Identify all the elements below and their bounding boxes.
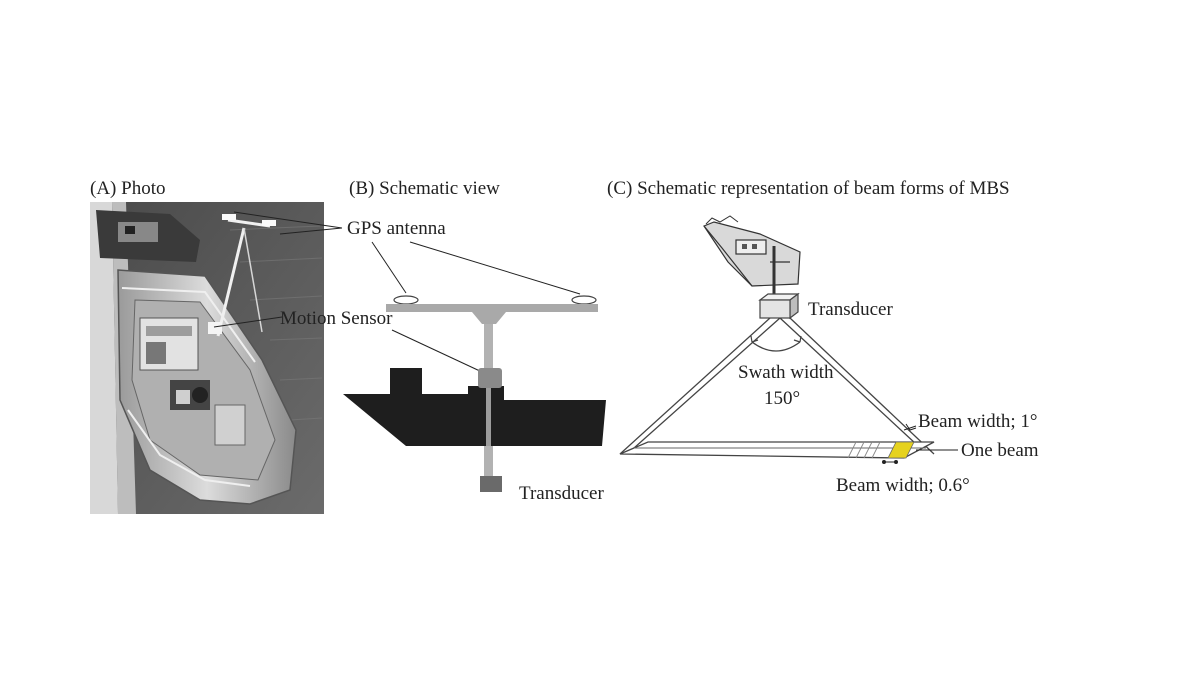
one-beam-footprint <box>887 441 915 459</box>
antenna-bar <box>386 304 598 312</box>
gps-antenna-right <box>571 295 597 305</box>
swath-width-label: Swath width <box>738 362 834 383</box>
transducer-b <box>480 476 502 492</box>
gps-leader-3 <box>371 241 407 294</box>
gps-antenna-left <box>393 295 419 305</box>
gps-leader-1 <box>233 211 343 229</box>
gps-antenna-label: GPS antenna <box>347 218 446 239</box>
beam-width-1-label: Beam width; 1° <box>918 411 1037 432</box>
one-beam-label: One beam <box>961 440 1039 461</box>
motion-sensor-block <box>478 368 502 388</box>
beam-width-06-label: Beam width; 0.6° <box>836 475 970 496</box>
beam-width-06-marker <box>882 460 898 464</box>
motion-sensor-label: Motion Sensor <box>280 308 393 329</box>
panel-a-title: (A) Photo <box>90 178 165 199</box>
boat-photo <box>90 202 324 514</box>
swath-fan <box>619 317 935 455</box>
ship-drawing <box>703 215 801 296</box>
bar-connector <box>472 312 506 324</box>
gps-leader-4 <box>409 241 581 295</box>
swath-angle-label: 150° <box>764 388 800 409</box>
panel-b-title: (B) Schematic view <box>349 178 500 199</box>
transducer-c <box>758 292 800 320</box>
motion-leader-a <box>213 316 283 328</box>
ship-silhouette <box>343 368 606 446</box>
motion-leader-b <box>391 329 483 373</box>
beam-width-1-leader <box>903 425 917 431</box>
transducer-label-b: Transducer <box>519 483 604 504</box>
panel-c-title: (C) Schematic representation of beam for… <box>607 178 1010 199</box>
gps-leader-2 <box>279 227 343 235</box>
seafloor-strip <box>619 441 935 459</box>
transducer-label-c: Transducer <box>808 299 893 320</box>
